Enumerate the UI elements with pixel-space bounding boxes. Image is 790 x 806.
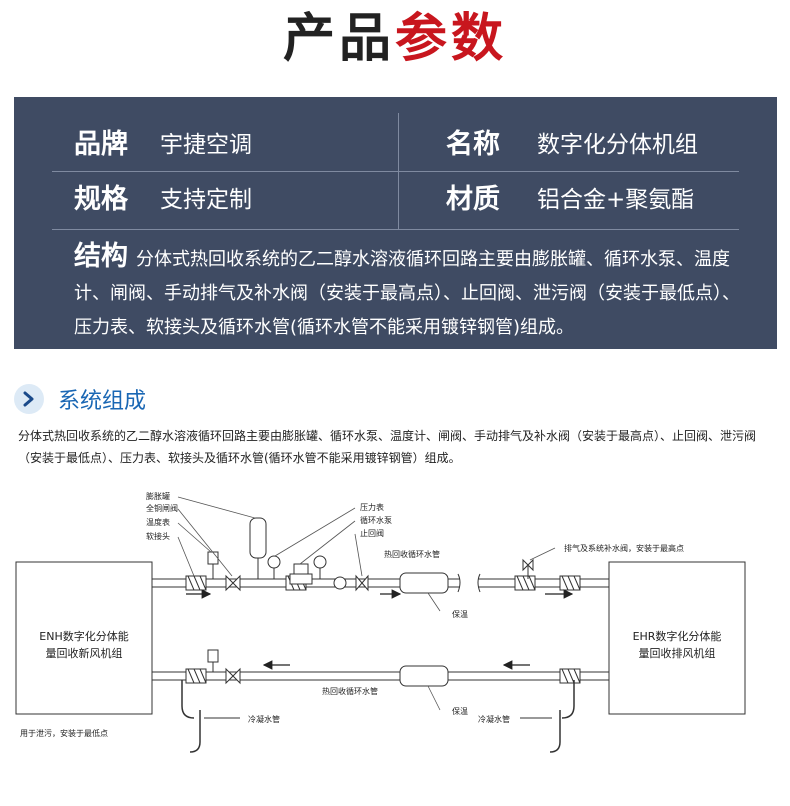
label-soft-joint: 软接头: [146, 531, 170, 541]
panel-divider-1: [52, 171, 739, 172]
title-part1: 产品: [282, 9, 395, 69]
material-value: 铝合金+聚氨酯: [537, 187, 695, 213]
page-title: 产品参数: [0, 6, 790, 72]
material-label: 材质: [446, 184, 500, 215]
label-hr-pipe-bottom: 热回收循环水管: [322, 686, 378, 696]
system-diagram: ENH数字化分体能 量回收新风机组 EHR数字化分体能 量回收排风机组 膨胀罐 …: [15, 491, 746, 753]
chevron-right-icon: [14, 384, 44, 414]
parameter-panel: 品牌 宇捷空调 名称 数字化分体机组 规格 支持定制 材质 铝合金+聚氨酯 结构…: [14, 97, 777, 349]
label-thermometer: 温度表: [146, 517, 170, 527]
left-unit-line1: ENH数字化分体能: [39, 629, 128, 643]
section-title: 系统组成: [58, 389, 147, 414]
label-drain-left: 冷凝水管: [248, 714, 280, 724]
section-description: 分体式热回收系统的乙二醇水溶液循环回路主要由膨胀罐、循环水泵、温度计、闸阀、手动…: [18, 429, 757, 465]
label-check-valve: 止回阀: [360, 528, 384, 538]
name-label: 名称: [446, 129, 500, 160]
label-pump: 循环水泵: [360, 515, 392, 525]
structure-block: 结构分体式热回收系统的乙二醇水溶液循环回路主要由膨胀罐、循环水泵、温度计、闸阀、…: [74, 240, 754, 345]
right-unit-box: [608, 561, 746, 715]
brand-label: 品牌: [74, 129, 128, 160]
label-expansion-tank: 膨胀罐: [146, 491, 170, 501]
brand-value: 宇捷空调: [160, 132, 252, 158]
structure-label: 结构: [74, 241, 128, 272]
spec-label: 规格: [74, 184, 128, 215]
spec-value: 支持定制: [160, 187, 252, 213]
label-pressure-gauge: 压力表: [360, 502, 384, 512]
left-unit-line2: 量回收新风机组: [46, 646, 123, 660]
label-drain-right: 冷凝水管: [478, 714, 510, 724]
structure-value: 分体式热回收系统的乙二醇水溶液循环回路主要由膨胀罐、循环水泵、温度计、闸阀、手动…: [74, 249, 740, 338]
left-unit-box: [15, 561, 153, 715]
label-drain-note: 用于泄污，安装于最低点: [20, 728, 108, 738]
label-insulation-top: 保温: [452, 609, 468, 619]
right-unit-line1: EHR数字化分体能: [633, 629, 722, 643]
label-vent-valve: 排气及系统补水阀，安装于最高点: [564, 543, 684, 553]
label-insulation-bottom: 保温: [452, 706, 468, 716]
label-gate-valve: 全铜闸阀: [146, 503, 178, 513]
title-part2: 参数: [395, 9, 508, 69]
soft-joints: [185, 575, 581, 684]
name-value: 数字化分体机组: [537, 132, 698, 158]
right-unit-line2: 量回收排风机组: [639, 646, 716, 660]
label-hr-pipe-top: 热回收循环水管: [384, 549, 440, 559]
panel-divider-2: [52, 229, 739, 230]
section-header: 系统组成: [14, 383, 146, 415]
